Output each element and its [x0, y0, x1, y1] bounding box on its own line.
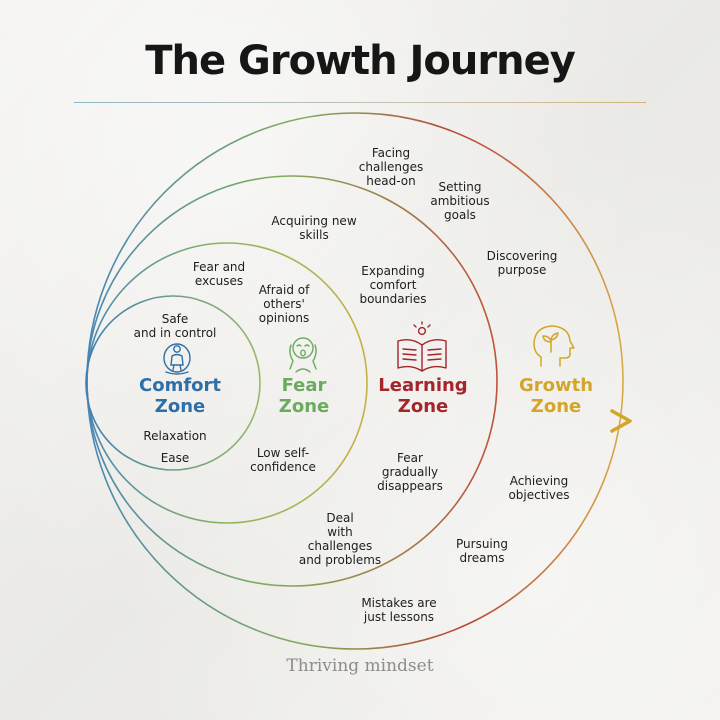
fear-zone-ring: [86, 242, 368, 524]
label-facing-challenges: Facing challenges head-on: [358, 146, 424, 188]
comfort-zone-title: Comfort Zone: [138, 375, 222, 417]
open-book-icon: [397, 321, 447, 372]
fear-zone-title: Fear Zone: [278, 375, 330, 417]
label-expanding-boundaries: Expanding comfort boundaries: [359, 264, 427, 306]
label-fear-excuses: Fear and excuses: [192, 260, 246, 288]
journey-arrow-head: [610, 409, 632, 433]
label-discovering-purpose: Discovering purpose: [486, 249, 558, 277]
comfort-zone-ring: [85, 295, 261, 471]
person-icon: [163, 343, 191, 375]
label-fear-disappears: Fear gradually disappears: [377, 451, 443, 493]
brand-logo-text: Thriving mindset: [286, 656, 434, 676]
label-safe-in-control: Safe and in control: [133, 312, 217, 340]
scared-face-icon: [289, 337, 317, 373]
label-achieving-objectives: Achieving objectives: [508, 474, 570, 502]
label-acquiring-skills: Acquiring new skills: [271, 214, 357, 242]
head-plant-icon: [533, 325, 575, 367]
label-low-confidence: Low self- confidence: [250, 446, 316, 474]
title-divider: [74, 102, 646, 103]
growth-zone-title: Growth Zone: [518, 375, 594, 417]
label-mistakes-lessons: Mistakes are just lessons: [361, 596, 437, 624]
label-afraid-opinions: Afraid of others' opinions: [258, 283, 310, 325]
label-relaxation: Relaxation: [143, 429, 207, 443]
page-title: The Growth Journey: [145, 38, 576, 84]
label-deal-challenges: Deal with challenges and problems: [298, 511, 382, 567]
learning-zone-title: Learning Zone: [378, 375, 468, 417]
label-ease: Ease: [160, 451, 190, 465]
label-setting-goals: Setting ambitious goals: [430, 180, 490, 222]
label-pursuing-dreams: Pursuing dreams: [456, 537, 508, 565]
